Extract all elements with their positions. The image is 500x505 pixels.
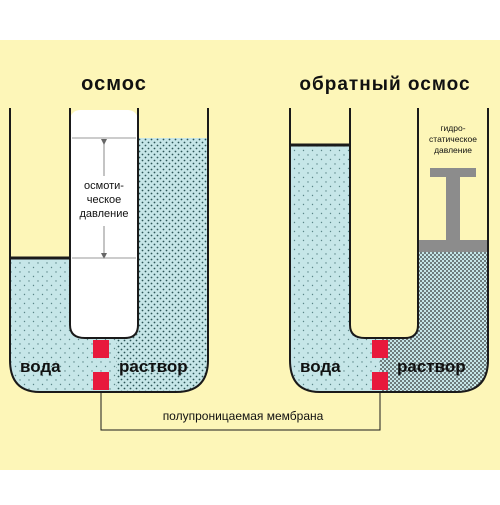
reverse-membrane-top <box>372 340 388 358</box>
hydrostatic-label-line3: давление <box>434 145 472 155</box>
osmosis-membrane-top <box>93 340 109 358</box>
reverse-osmosis-panel: обратный осмос гидро- статическое давлен… <box>289 74 489 393</box>
osmosis-tube-outer <box>9 108 209 393</box>
osmotic-pressure-label-line2: ческое <box>87 194 122 206</box>
reverse-osmosis-title: обратный осмос <box>299 74 470 95</box>
hydrostatic-label-line1: гидро- <box>440 123 465 133</box>
osmosis-water-label: вода <box>20 357 61 376</box>
reverse-tube-inner <box>349 108 419 339</box>
osmosis-title: осмос <box>81 73 147 95</box>
piston-plate <box>418 240 488 252</box>
osmosis-solution-label: раствор <box>119 357 188 376</box>
reverse-water <box>290 145 390 392</box>
membrane-label: полупроницаемая мембрана <box>163 409 324 423</box>
piston-handle <box>430 168 476 177</box>
membrane-connector <box>100 392 381 431</box>
hydrostatic-label-line2: статическое <box>429 134 477 144</box>
osmosis-membrane-bottom <box>93 372 109 390</box>
reverse-membrane-bottom <box>372 372 388 390</box>
reverse-water-label: вода <box>300 357 341 376</box>
osmotic-pressure-label-line1: осмоти- <box>84 180 124 192</box>
reverse-tube-outer <box>289 108 489 393</box>
reverse-solution-label: раствор <box>397 357 466 376</box>
osmotic-pressure-label-line3: давление <box>79 208 128 220</box>
osmosis-panel: осмос осмоти- ческое давление вода раств… <box>9 73 209 393</box>
reverse-solution <box>380 252 488 392</box>
osmosis-tube-inner <box>69 108 139 339</box>
piston-rod <box>446 172 460 240</box>
